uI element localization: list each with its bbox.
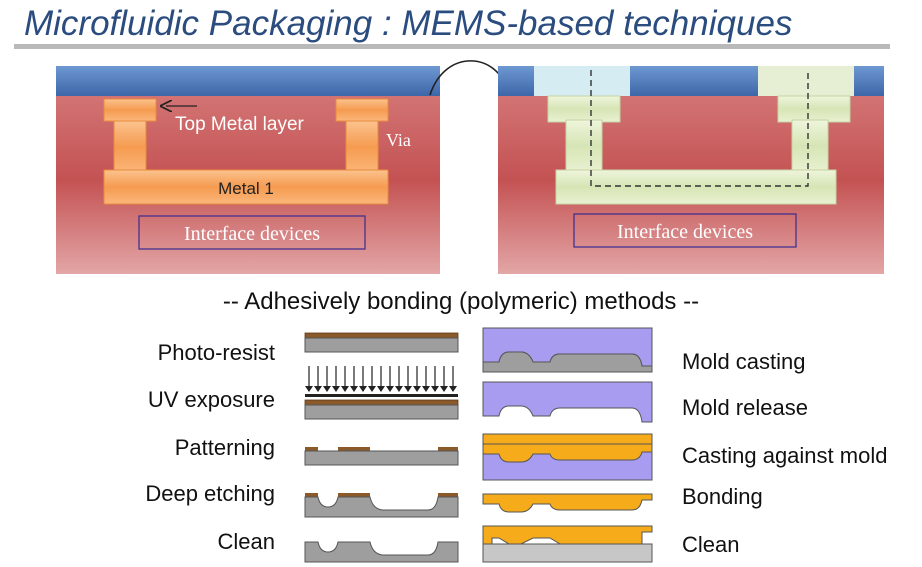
chip-left-passivation (56, 66, 440, 96)
step-bonding-label: Bonding (682, 484, 763, 509)
step-mold-casting-label: Mold casting (682, 349, 806, 374)
step-clean-right-label: Clean (682, 532, 740, 557)
via-label: Via (386, 130, 411, 150)
illustration-clean-right (482, 525, 653, 563)
flow-path (590, 70, 809, 187)
interface-label-left: Interface devices (184, 223, 320, 245)
step-photo-resist-label: Photo-resist (157, 340, 275, 365)
illustration-uv-exposure (304, 366, 459, 420)
step-patterning-label: Patterning (174, 435, 275, 460)
illustration-casting-against-mold (482, 433, 653, 481)
interface-box-right (573, 213, 797, 248)
step-clean-left-label: Clean (217, 529, 275, 554)
interface-box-left (138, 215, 366, 250)
transform-arrow (429, 60, 509, 96)
etched-channel (534, 66, 854, 205)
illustration-patterning (304, 447, 459, 466)
metal1-label: Metal 1 (218, 179, 274, 198)
step-casting-against-mold-label: Casting against mold (682, 443, 888, 468)
title-underline (14, 44, 890, 49)
metal-interconnect (103, 98, 389, 205)
illustration-deep-etching (304, 493, 459, 518)
chip-right: Interface devices (498, 66, 884, 274)
chip-left: Top Metal layer Via Metal 1 Interface de… (56, 66, 440, 274)
illustration-photo-resist (304, 332, 459, 353)
step-mold-release-label: Mold release (682, 395, 808, 420)
section-subtitle: -- Adhesively bonding (polymeric) method… (222, 288, 700, 315)
illustration-bonding (482, 493, 653, 513)
cross-section-diagrams: Top Metal layer Via Metal 1 Interface de… (56, 60, 884, 274)
step-uv-exposure-label: UV exposure (147, 387, 275, 412)
page-title: Microfluidic Packaging : MEMS-based tech… (24, 4, 793, 43)
process-illustrations (304, 327, 653, 563)
illustration-mold-casting (482, 327, 653, 373)
interface-label-right: Interface devices (617, 221, 753, 243)
top-metal-label: Top Metal layer (175, 114, 305, 135)
step-deep-etching-label: Deep etching (145, 481, 275, 506)
illustration-mold-release (482, 381, 653, 423)
illustration-clean-left (304, 541, 459, 563)
